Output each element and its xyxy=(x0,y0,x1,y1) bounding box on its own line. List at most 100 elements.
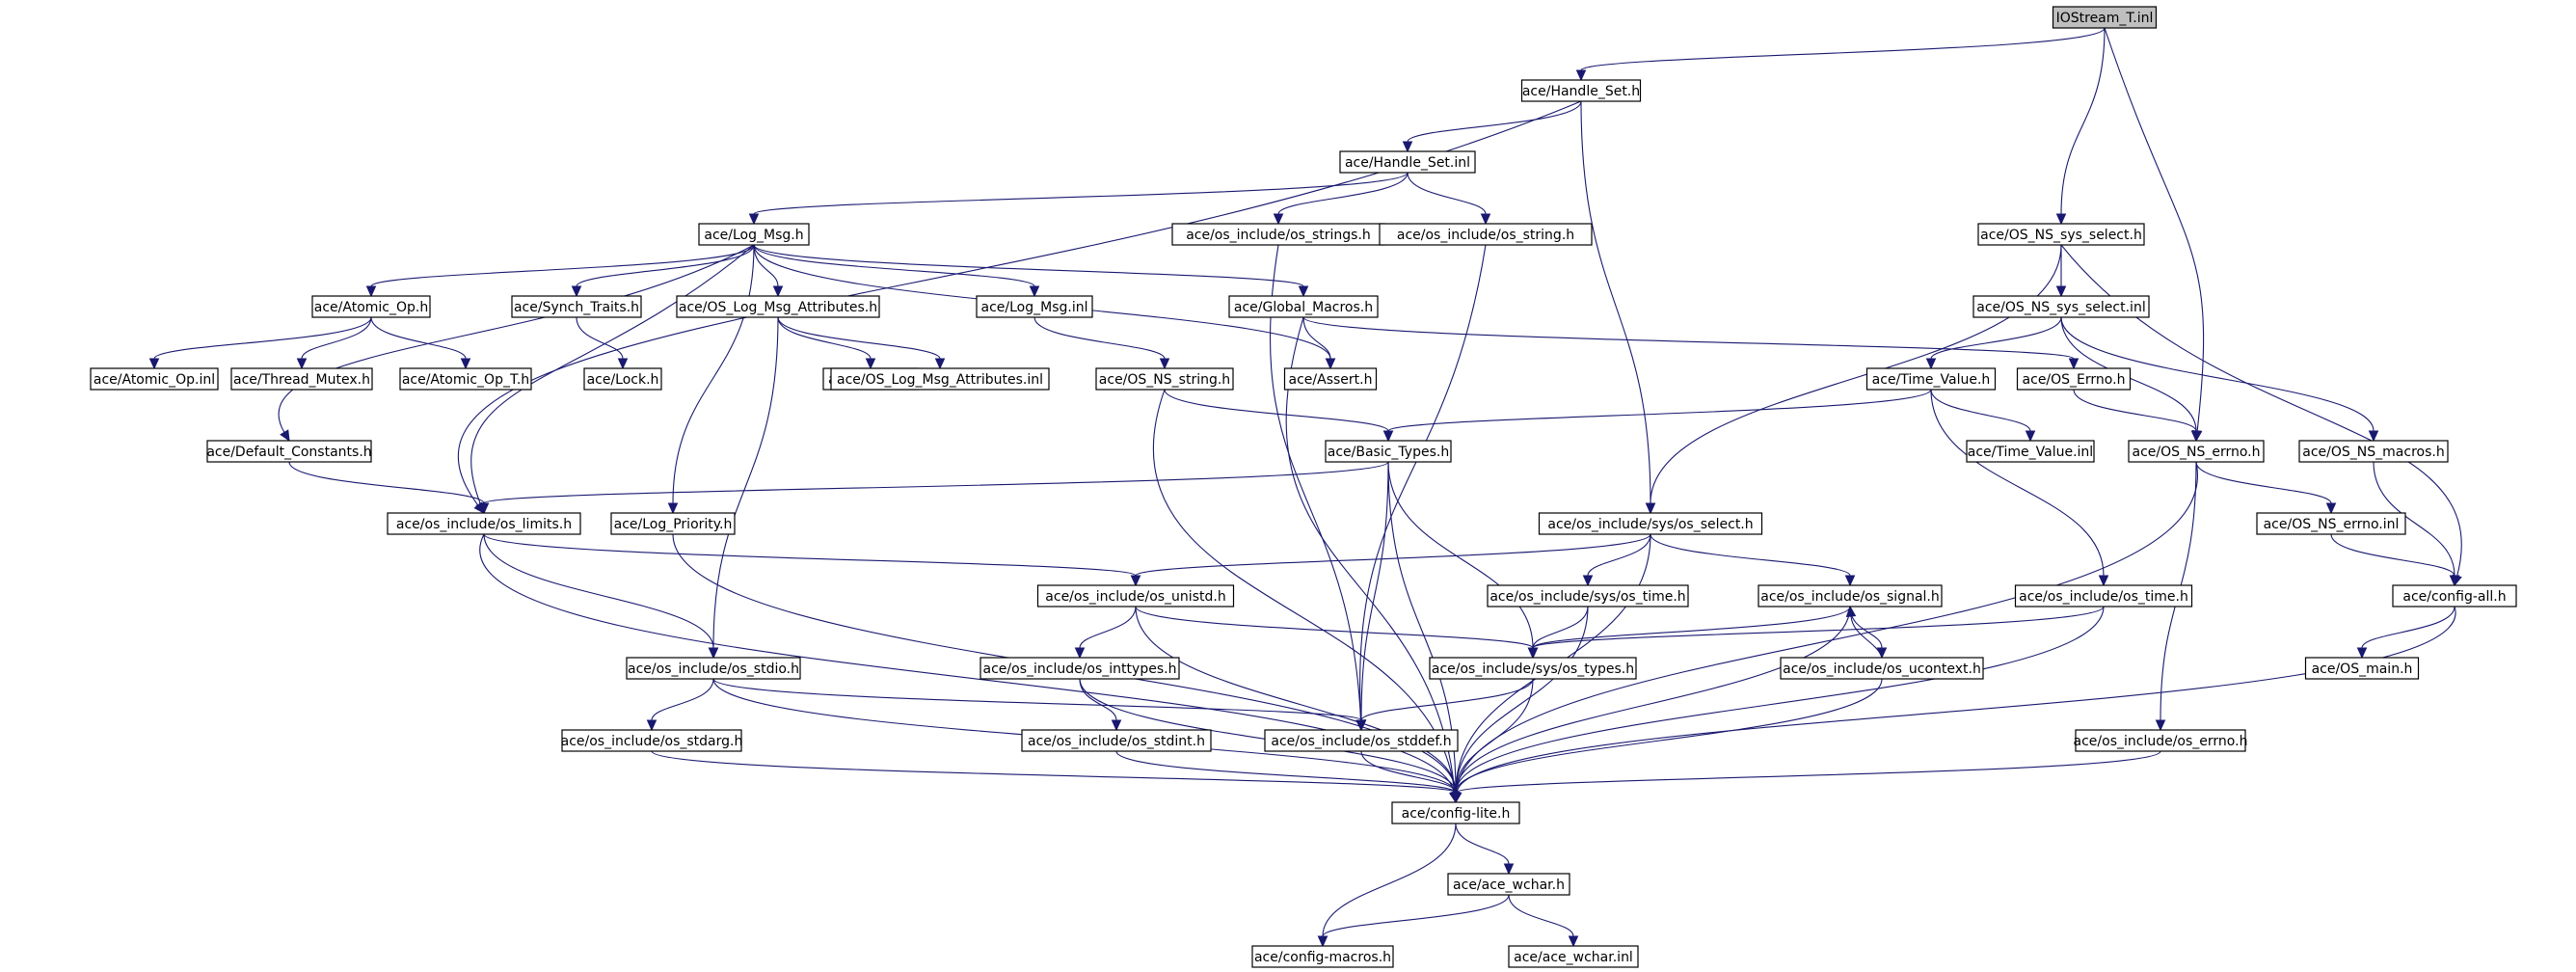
node-os_time_h[interactable]: ace/os_include/os_time.h xyxy=(2014,584,2193,608)
node-os_ns_errno_h[interactable]: ace/OS_NS_errno.h xyxy=(2128,440,2265,463)
node-atomic_op_inl[interactable]: ace/Atomic_Op.inl xyxy=(90,367,219,391)
node-os_strings_h[interactable]: ace/os_include/os_strings.h xyxy=(1171,223,1385,246)
node-os_limits_h[interactable]: ace/os_include/os_limits.h xyxy=(387,512,581,535)
edge-line xyxy=(370,316,467,360)
node-handle_set_h[interactable]: ace/Handle_Set.h xyxy=(1520,79,1642,102)
node-time_value_inl[interactable]: ace/Time_Value.inl xyxy=(1966,440,2095,463)
edge-line xyxy=(1456,606,2456,794)
node-box xyxy=(1538,512,1763,535)
edge-log_msg_h-to-default_constants_h xyxy=(278,244,755,443)
node-os_ns_string_h[interactable]: ace/OS_NS_string.h xyxy=(1095,367,1234,391)
node-os_signal_h[interactable]: ace/os_include/os_signal.h xyxy=(1758,584,1943,608)
edge-time_value_h-to-os_time_h xyxy=(1930,389,2109,587)
edge-line xyxy=(1164,389,1389,432)
node-os_ns_macros_h[interactable]: ace/OS_NS_macros.h xyxy=(2298,440,2449,463)
edge-layer xyxy=(148,27,2462,948)
arrowhead xyxy=(1355,719,1367,732)
edge-line xyxy=(1359,244,1487,721)
node-box xyxy=(1021,729,1212,752)
node-os_errno_inc_h[interactable]: ace/os_include/os_errno.h xyxy=(2074,729,2248,752)
node-box xyxy=(90,367,219,391)
node-iostream_t_inl[interactable]: IOStream_T.inl xyxy=(2052,6,2158,29)
node-label: IOStream_T.inl xyxy=(2056,11,2154,26)
node-log_msg_inl[interactable]: ace/Log_Msg.inl xyxy=(976,295,1093,318)
node-sys_os_select_h[interactable]: ace/os_include/sys/os_select.h xyxy=(1538,512,1763,535)
edge-os_ns_sys_select_inl-to-os_ns_macros_h xyxy=(2060,316,2379,443)
arrowhead xyxy=(478,502,490,515)
edge-line xyxy=(777,316,941,360)
node-label: ace/os_include/os_string.h xyxy=(1397,228,1574,243)
node-label: ace/os_include/os_unistd.h xyxy=(1045,589,1225,605)
edge-handle_set_h-to-sys_os_select_h xyxy=(1580,100,1656,515)
node-config_macros_h[interactable]: ace/config-macros.h xyxy=(1251,945,1394,968)
node-os_string_h[interactable]: ace/os_include/os_string.h xyxy=(1379,223,1593,246)
node-os_stdarg_h[interactable]: ace/os_include/os_stdarg.h xyxy=(561,729,743,752)
node-lock_h[interactable]: ace/Lock.h xyxy=(583,367,662,391)
edge-handle_set_inl-to-os_string_h xyxy=(1407,172,1491,226)
node-basic_types_h[interactable]: ace/Basic_Types.h xyxy=(1325,440,1452,463)
node-label: ace/Log_Msg.inl xyxy=(981,300,1088,315)
node-config_lite_h[interactable]: ace/config-lite.h xyxy=(1391,801,1520,824)
edge-sys_os_types_h-to-os_stddef_h xyxy=(1355,678,1534,732)
edge-line xyxy=(1580,100,1651,504)
edge-line xyxy=(1152,389,1456,794)
edge-line xyxy=(278,244,755,433)
node-os_inttypes_h[interactable]: ace/os_include/os_inttypes.h xyxy=(979,657,1180,680)
edge-global_macros_h-to-assert_h xyxy=(1302,316,1336,370)
node-log_priority_h[interactable]: ace/Log_Priority.h xyxy=(610,512,736,535)
node-os_main_h[interactable]: ace/OS_main.h xyxy=(2304,657,2420,680)
node-os_unistd_h[interactable]: ace/os_include/os_unistd.h xyxy=(1036,584,1235,608)
node-global_macros_h[interactable]: ace/Global_Macros.h xyxy=(1228,295,1379,318)
node-handle_set_inl[interactable]: ace/Handle_Set.inl xyxy=(1339,150,1476,174)
arrowhead xyxy=(1111,719,1122,732)
node-os_stddef_h[interactable]: ace/os_include/os_stddef.h xyxy=(1264,729,1459,752)
node-atomic_op_h[interactable]: ace/Atomic_Op.h xyxy=(311,295,431,318)
edge-config_all_h-to-config_lite_h xyxy=(1451,606,2456,804)
edge-config_all_h-to-os_main_h xyxy=(2356,606,2455,660)
node-label: ace/OS_NS_errno.inl xyxy=(2264,517,2400,532)
node-os_ucontext_h[interactable]: ace/os_include/os_ucontext.h xyxy=(1780,657,1984,680)
node-assert_h[interactable]: ace/Assert.h xyxy=(1283,367,1378,391)
node-config_all_h[interactable]: ace/config-all.h xyxy=(2392,584,2517,608)
node-time_value_h[interactable]: ace/Time_Value.h xyxy=(1865,367,1997,391)
edge-line xyxy=(1650,533,1851,577)
node-os_errno_h[interactable]: ace/OS_Errno.h xyxy=(2016,367,2132,391)
node-ace_wchar_inl[interactable]: ace/ace_wchar.inl xyxy=(1508,945,1639,968)
node-os_log_msg_attributes_inl[interactable]: ace/OS_Log_Msg_Attributes.inl xyxy=(830,367,1050,391)
edge-line xyxy=(576,244,755,287)
arrowhead xyxy=(2068,358,2080,370)
node-sys_os_time_h[interactable]: ace/os_include/sys/os_time.h xyxy=(1487,584,1689,608)
node-default_constants_h[interactable]: ace/Default_Constants.h xyxy=(206,440,372,463)
node-box xyxy=(626,657,801,680)
node-label: ace/os_include/os_strings.h xyxy=(1186,228,1371,243)
arrowhead xyxy=(1845,605,1857,617)
node-thread_mutex_h[interactable]: ace/Thread_Mutex.h xyxy=(230,367,373,391)
arrowhead xyxy=(1527,647,1539,660)
node-os_log_msg_attributes_h[interactable]: ace/OS_Log_Msg_Attributes.h xyxy=(676,295,880,318)
node-os_stdint_h[interactable]: ace/os_include/os_stdint.h xyxy=(1021,729,1212,752)
node-log_msg_h[interactable]: ace/Log_Msg.h xyxy=(698,223,810,246)
node-label: ace/Thread_Mutex.h xyxy=(233,372,370,388)
node-os_stdio_h[interactable]: ace/os_include/os_stdio.h xyxy=(626,657,801,680)
node-synch_traits_h[interactable]: ace/Synch_Traits.h xyxy=(511,295,642,318)
arrowhead xyxy=(1503,863,1515,876)
node-label: ace/os_include/os_inttypes.h xyxy=(983,662,1177,677)
node-ace_wchar_h[interactable]: ace/ace_wchar.h xyxy=(1447,873,1570,896)
node-box xyxy=(698,223,810,246)
edge-line xyxy=(753,244,1035,287)
node-os_ns_sys_select_inl[interactable]: ace/OS_NS_sys_select.inl xyxy=(1972,295,2150,318)
arrowhead xyxy=(1130,575,1141,587)
node-os_ns_sys_select_h[interactable]: ace/OS_NS_sys_select.h xyxy=(1977,223,2145,246)
node-sys_os_types_h[interactable]: ace/os_include/sys/os_types.h xyxy=(1429,657,1637,680)
edge-config_lite_h-to-config_macros_h xyxy=(1317,823,1457,948)
edge-ace_wchar_h-to-ace_wchar_inl xyxy=(1508,894,1579,948)
node-label: ace/OS_Log_Msg_Attributes.h xyxy=(679,300,877,315)
edge-os_limits_h-to-os_unistd_h xyxy=(483,533,1141,587)
node-label: ace/config-all.h xyxy=(2402,589,2506,605)
node-label: ace/config-macros.h xyxy=(1254,950,1391,965)
node-label: ace/Assert.h xyxy=(1289,372,1373,388)
node-os_ns_errno_inl[interactable]: ace/OS_NS_errno.inl xyxy=(2256,512,2406,535)
node-atomic_op_t_h[interactable]: ace/Atomic_Op_T.h xyxy=(399,367,532,391)
edge-os_limits_h-to-os_stdio_h xyxy=(483,533,719,660)
